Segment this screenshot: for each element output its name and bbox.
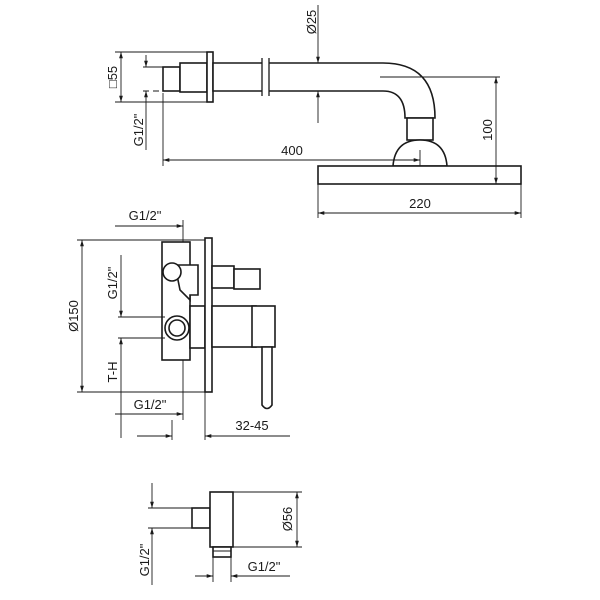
dim-diameter-150: Ø150 [66,300,81,332]
dim-length-400: 400 [281,143,303,158]
dim-width-220: 220 [409,196,431,211]
mixer-cartridge [189,305,206,349]
dim-diameter-56: Ø56 [280,507,295,532]
arm-coupling [179,62,208,93]
wall-outlet-view [191,491,234,558]
lever-handle[interactable] [261,346,273,410]
outlet-body [209,491,234,548]
arm-thread-nozzle [162,66,181,92]
spout-stem [211,265,235,289]
cover-plate [204,237,213,393]
shower-arm-view [162,51,522,185]
dim-thread-top: G1/2" [129,208,162,223]
mixer-view [161,237,276,410]
handle-base [211,305,257,348]
dim-thread-arm: G1/2" [131,113,146,146]
outlet-inlet [191,507,211,529]
dim-outlet-thread-horizontal: G1/2" [248,559,281,574]
handle-cap [251,305,276,348]
mixer-outlet-inner [168,319,186,337]
dim-th: T-H [105,362,120,383]
mixer-dimensions: G1/2" Ø150 G1/2" T-H G1/2" 32-45 [66,208,290,440]
dim-thread-bottom: G1/2" [134,397,167,412]
shower-arm-pipe [212,62,436,119]
mixer-inlet-knob [162,262,182,282]
dim-outlet-thread-vertical: G1/2" [137,543,152,576]
wall-flange [206,51,214,103]
wall-outlet-dimensions: Ø56 G1/2" G1/2" [137,483,302,585]
mixer-body [161,241,191,361]
spout-nozzle [233,268,261,290]
arm-nut [406,117,434,141]
shower-head [317,165,522,185]
outlet-bottom-nozzle [212,546,232,558]
shower-arm-dimensions: □55 G1/2" Ø25 400 100 220 [105,5,522,218]
break-gap [262,60,269,94]
dim-square-55: □55 [105,66,120,88]
dim-height-100: 100 [480,119,495,141]
dim-depth-32-45: 32-45 [235,418,268,433]
dim-diameter-25: Ø25 [304,10,319,35]
dim-thread-side: G1/2" [105,266,120,299]
